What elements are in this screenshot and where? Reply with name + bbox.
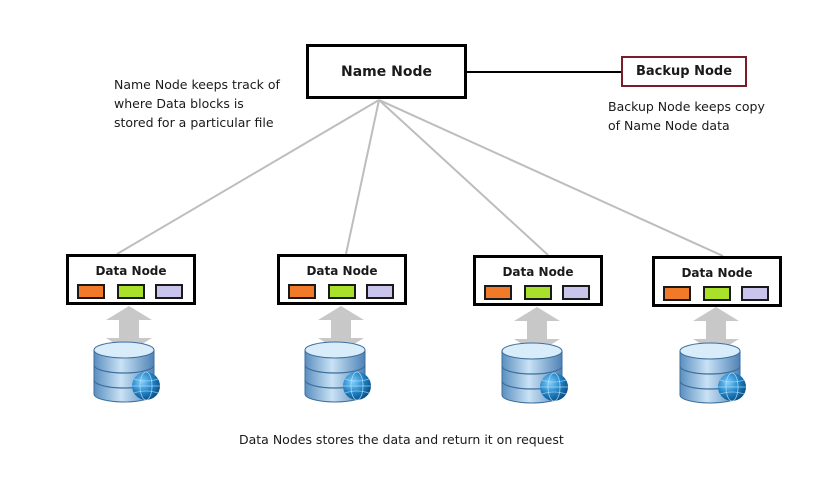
globe-icon — [343, 371, 371, 401]
data-block-lavender — [741, 286, 769, 301]
globe-icon — [132, 371, 160, 401]
data-block-orange — [77, 284, 105, 299]
data-block-lavender — [155, 284, 183, 299]
data-node-3: Data Node — [473, 255, 603, 306]
name-to-datanode-1-line — [116, 99, 380, 255]
backup-node-note: Backup Node keeps copy of Name Node data — [608, 97, 765, 135]
data-block-green — [703, 286, 731, 301]
data-block-orange — [288, 284, 316, 299]
backup-node-box: Backup Node — [621, 56, 747, 87]
bidirectional-arrow-icon — [106, 306, 152, 352]
name-node-box: Name Node — [306, 44, 467, 99]
data-block-green — [524, 285, 552, 300]
name-to-datanode-3-line — [378, 99, 549, 256]
bidirectional-arrow-icon — [318, 306, 364, 352]
data-block-orange — [663, 286, 691, 301]
data-block-orange — [484, 285, 512, 300]
data-block-lavender — [366, 284, 394, 299]
note-line: where Data blocks is — [114, 96, 244, 111]
data-node-label: Data Node — [502, 265, 574, 279]
name-node-label: Name Node — [341, 63, 432, 80]
data-node-label: Data Node — [681, 266, 753, 280]
database-icon — [501, 342, 568, 404]
name-node-note: Name Node keeps track of where Data bloc… — [114, 75, 280, 132]
bidirectional-arrow-icon — [693, 307, 739, 353]
data-block-green — [117, 284, 145, 299]
data-node-4: Data Node — [652, 256, 782, 307]
data-node-2: Data Node — [277, 254, 407, 305]
data-node-label: Data Node — [306, 264, 378, 278]
data-block-green — [328, 284, 356, 299]
note-line: of Name Node data — [608, 118, 730, 133]
data-block-lavender — [562, 285, 590, 300]
database-icon — [679, 342, 746, 404]
bidirectional-arrow-icon — [514, 307, 560, 353]
name-to-datanode-2-line — [345, 99, 380, 255]
note-line: stored for a particular file — [114, 115, 274, 130]
note-line: Name Node keeps track of — [114, 77, 280, 92]
data-node-1: Data Node — [66, 254, 196, 305]
data-nodes-note: Data Nodes stores the data and return it… — [239, 432, 564, 447]
note-line: Backup Node keeps copy — [608, 99, 765, 114]
data-node-label: Data Node — [95, 264, 167, 278]
database-icon — [93, 341, 160, 403]
backup-node-label: Backup Node — [635, 64, 733, 79]
name-to-datanode-4-line — [378, 99, 724, 257]
database-icon — [304, 341, 371, 403]
globe-icon — [718, 372, 746, 402]
globe-icon — [540, 372, 568, 402]
